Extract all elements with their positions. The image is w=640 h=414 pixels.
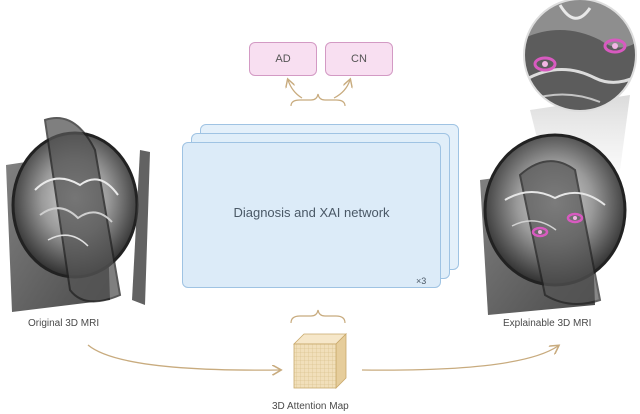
output-cn-box: CN [325, 42, 393, 76]
output-brace [288, 80, 350, 107]
output-ad-box: AD [249, 42, 317, 76]
caption-original-mri: Original 3D MRI [28, 318, 100, 329]
flow-arrow-left [87, 344, 280, 370]
zoom-detail-icon [523, 0, 637, 112]
flow-arrow-right [361, 346, 558, 371]
caption-explainable-mri: Explainable 3D MRI [503, 318, 592, 329]
network-repeat-label: ×3 [416, 276, 427, 286]
output-cn-label: CN [351, 53, 367, 65]
caption-attention-map: 3D Attention Map [272, 401, 349, 412]
attention-cube-icon [293, 333, 347, 389]
output-ad-label: AD [275, 53, 291, 65]
original-mri-icon [6, 117, 150, 312]
network-label: Diagnosis and XAI network [233, 205, 390, 220]
network-layer-front [182, 142, 441, 288]
attention-brace [290, 309, 346, 324]
explainable-mri-icon [480, 95, 630, 315]
